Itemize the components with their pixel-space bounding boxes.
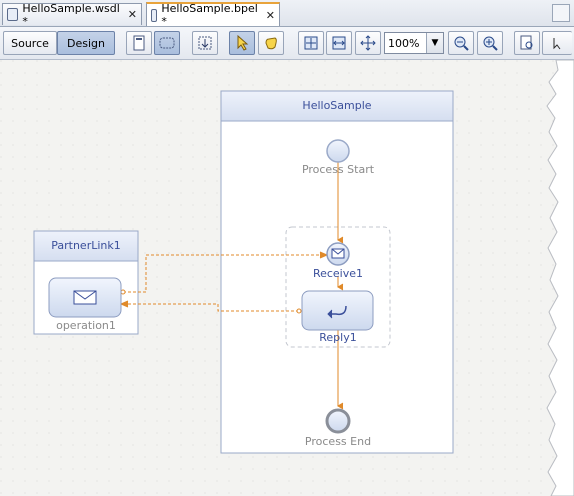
hand-icon [265, 37, 277, 50]
receive-label: Receive1 [312, 267, 364, 280]
window-menu-button[interactable] [552, 4, 570, 22]
bpel-file-icon [151, 8, 158, 22]
zoom-out-button[interactable] [448, 31, 474, 55]
design-button-label: Design [67, 36, 105, 50]
fit-width-button[interactable] [326, 31, 352, 55]
print-preview-button[interactable] [514, 31, 540, 55]
partner-link-title: PartnerLink1 [51, 239, 121, 252]
select-tool-button[interactable] [229, 31, 255, 55]
fit-diagram-icon [304, 36, 318, 50]
editor-tab-bar: HelloSample.wsdl * ✕ HelloSample.bpel * … [0, 0, 574, 28]
zoom-in-icon [483, 36, 498, 51]
message-flow-from-reply [127, 303, 299, 312]
process-title: HelloSample [302, 99, 372, 112]
chevron-down-icon[interactable]: ▼ [426, 33, 443, 53]
tab-label: HelloSample.bpel * [161, 2, 258, 28]
design-toolbar: Source Design 100% ▼ [0, 27, 574, 60]
hand-tool-button[interactable] [258, 31, 284, 55]
tab-label: HelloSample.wsdl * [22, 1, 120, 28]
wsdl-file-icon [7, 8, 19, 21]
overflow-tool-button[interactable] [542, 31, 572, 55]
actual-size-button[interactable] [355, 31, 381, 55]
connector-dot [120, 289, 126, 295]
pointer-icon [237, 35, 249, 51]
fit-diagram-button[interactable] [298, 31, 324, 55]
operation-label: operation1 [56, 319, 116, 332]
tab-hellosample-bpel[interactable]: HelloSample.bpel * ✕ [146, 2, 280, 28]
source-button-label: Source [11, 36, 49, 50]
partner-area-icon [159, 37, 175, 49]
fit-width-icon [332, 36, 346, 50]
message-flow-to-receive [123, 254, 325, 293]
tab-hellosample-wsdl[interactable]: HelloSample.wsdl * ✕ [2, 1, 142, 28]
zoom-value: 100% [388, 36, 420, 50]
reply-label: Reply1 [319, 331, 357, 344]
zoom-out-icon [454, 36, 469, 51]
operation-node[interactable] [48, 277, 122, 318]
process-end-label: Process End [304, 435, 372, 448]
expand-icon [198, 36, 212, 50]
connector-dot [296, 308, 302, 314]
overflow-icon [553, 38, 560, 50]
close-icon[interactable]: ✕ [265, 8, 275, 22]
design-button[interactable]: Design [57, 31, 115, 55]
source-button[interactable]: Source [3, 31, 57, 55]
actual-size-icon [360, 35, 376, 51]
palette-icon [133, 35, 145, 51]
zoom-select[interactable]: 100% ▼ [384, 32, 444, 54]
reply-activity[interactable] [301, 290, 374, 331]
expand-collapse-button[interactable] [192, 31, 218, 55]
process-start-label: Process Start [301, 163, 375, 176]
toggle-partnerlinks-button[interactable] [154, 31, 180, 55]
zoom-in-button[interactable] [477, 31, 503, 55]
print-preview-icon [520, 35, 533, 50]
process-start-node[interactable] [326, 139, 350, 163]
close-icon[interactable]: ✕ [127, 8, 137, 21]
toggle-palette-button[interactable] [126, 31, 152, 55]
process-end-node[interactable] [325, 408, 351, 434]
receive-activity[interactable] [326, 242, 350, 266]
